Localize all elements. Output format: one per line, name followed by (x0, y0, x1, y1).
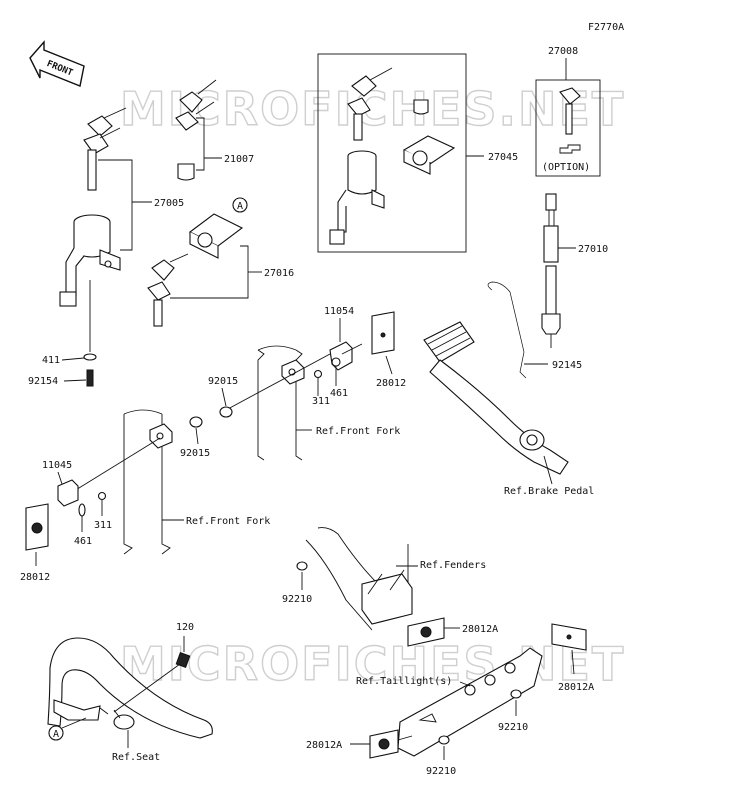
reflector-28012-upper (371, 311, 395, 355)
label-92154: 92154 (28, 376, 58, 387)
option-box-27008 (535, 79, 601, 177)
bolt-120 (113, 652, 191, 713)
ignition-kit-27045 (329, 67, 456, 245)
label-11045: 11045 (42, 460, 72, 471)
reflector-28012A-right (551, 623, 587, 651)
label-28012A-right: 28012A (558, 682, 594, 693)
label-120: 120 (176, 622, 194, 633)
lock-27016 (147, 213, 244, 327)
label-27045: 27045 (488, 152, 518, 163)
label-311-upper: 311 (312, 396, 330, 407)
ref-seat: Ref.Seat (112, 752, 160, 763)
ref-brake-pedal: Ref.Brake Pedal (504, 486, 594, 497)
seat-grab-rail (47, 637, 213, 739)
washer-461-upper (331, 357, 341, 367)
front-arrow-icon: FRONT (29, 40, 85, 87)
ref-fenders: Ref.Fenders (420, 560, 486, 571)
label-27005: 27005 (154, 198, 184, 209)
label-461-lower: 461 (74, 536, 92, 547)
label-21007: 21007 (224, 154, 254, 165)
key-set-21007 (175, 79, 217, 181)
callout-a-top: A (237, 201, 243, 212)
ref-taillights: Ref.Taillight(s) (356, 676, 452, 687)
label-11054: 11054 (324, 306, 354, 317)
spring-rod-92145 (487, 281, 527, 379)
nut-92210-fender (296, 561, 308, 571)
label-28012-lower: 28012 (20, 572, 50, 583)
ref-front-fork-upper: Ref.Front Fork (316, 426, 400, 437)
option-note: (OPTION) (542, 162, 590, 173)
label-411: 411 (42, 355, 60, 366)
nut-92210-right (510, 689, 522, 699)
figure-code: F2770A (588, 22, 624, 33)
label-28012A-left: 28012A (306, 740, 342, 751)
watermark-top: MICROFICHES.NET (120, 82, 625, 136)
label-92015-lower: 92015 (180, 448, 210, 459)
kit-box-27045 (317, 53, 467, 253)
label-92210-fender: 92210 (282, 594, 312, 605)
label-461-upper: 461 (330, 388, 348, 399)
nut-92015-lower (189, 416, 203, 428)
label-92210-bottom: 92210 (426, 766, 456, 777)
nut-311-lower (97, 491, 107, 501)
label-311-lower: 311 (94, 520, 112, 531)
nut-311-upper (313, 369, 323, 379)
bracket-11045 (57, 479, 79, 507)
front-fork-upper (257, 345, 305, 461)
brake-pedal (423, 321, 569, 475)
nut-92015-upper (219, 406, 233, 418)
rear-fender (305, 527, 413, 631)
ref-front-fork-lower: Ref.Front Fork (186, 516, 270, 527)
label-27016: 27016 (264, 268, 294, 279)
reflector-28012-lower (25, 503, 49, 551)
nut-92210-bottom (438, 735, 450, 745)
ignition-switch-27005 (59, 107, 127, 387)
label-28012-upper: 28012 (376, 378, 406, 389)
taillight-bracket (397, 647, 543, 757)
front-fork-lower (123, 409, 173, 555)
label-27008: 27008 (548, 46, 578, 57)
label-92145: 92145 (552, 360, 582, 371)
callout-a-bottom: A (53, 729, 59, 740)
label-92210-right: 92210 (498, 722, 528, 733)
label-28012A-fender: 28012A (462, 624, 498, 635)
label-92015-upper: 92015 (208, 376, 238, 387)
label-27010: 27010 (578, 244, 608, 255)
blank-key-icon (559, 87, 581, 154)
reflector-28012A-fender (407, 617, 445, 647)
washer-461-lower (78, 503, 86, 517)
reflector-28012A-left (369, 729, 399, 759)
wire-harness-27010 (541, 193, 561, 348)
